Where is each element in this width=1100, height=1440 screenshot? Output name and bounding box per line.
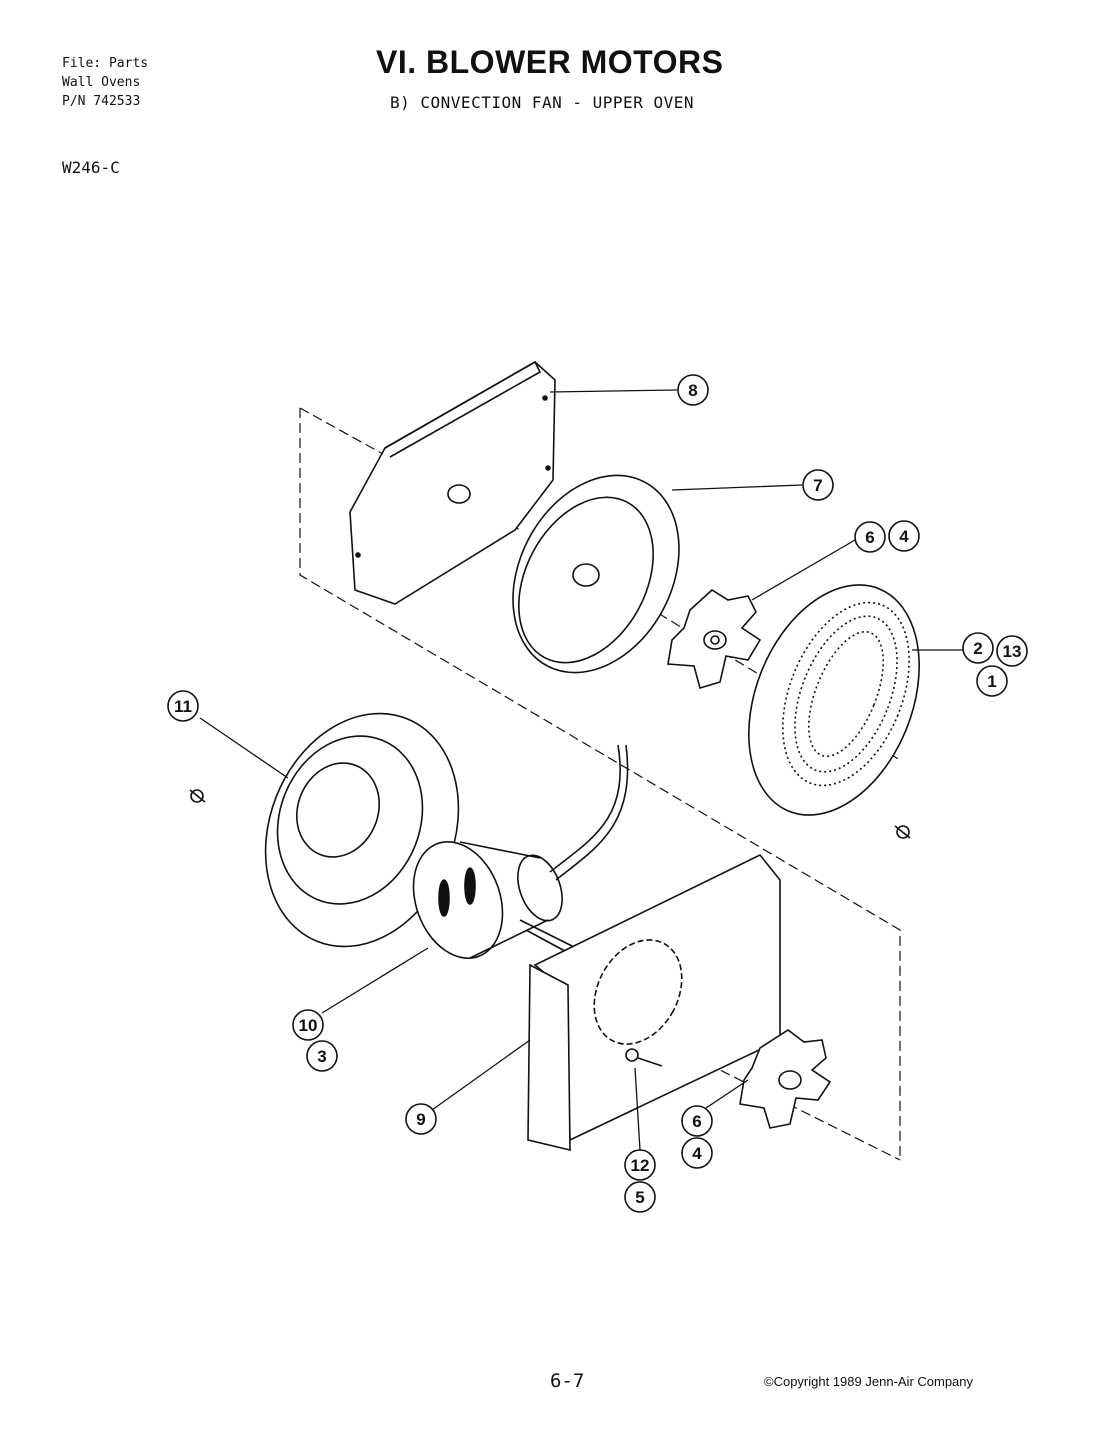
screw-left [189, 789, 206, 803]
svg-text:8: 8 [688, 381, 697, 400]
mounting-plate-part-8 [349, 360, 556, 605]
svg-text:4: 4 [692, 1144, 702, 1163]
svg-text:10: 10 [299, 1016, 318, 1035]
callouts: 8 7 6 4 2 13 1 11 10 3 9 12 5 6 4 [167, 374, 1028, 1213]
file-line: File: Parts [62, 56, 149, 71]
file-info: File: Parts Wall Ovens P/N 742533 [62, 54, 148, 111]
fan-blade-top-part-6 [667, 589, 762, 690]
callout-8: 8 [677, 374, 709, 406]
svg-text:7: 7 [813, 476, 822, 495]
grille-cover-part-2 [748, 584, 920, 816]
callout-5: 5 [624, 1181, 656, 1213]
screw-right [894, 825, 911, 839]
page-number: 6-7 [550, 1370, 585, 1392]
svg-text:13: 13 [1003, 642, 1022, 661]
callout-10: 10 [292, 1009, 324, 1041]
svg-text:3: 3 [317, 1047, 326, 1066]
svg-text:5: 5 [635, 1188, 644, 1207]
motor-part-10 [412, 744, 629, 971]
fan-blade-bottom-part-6 [739, 1029, 832, 1129]
svg-text:9: 9 [416, 1110, 425, 1129]
callout-4-bottom: 4 [681, 1137, 713, 1169]
callout-6-bottom: 6 [681, 1105, 713, 1137]
callout-13: 13 [996, 635, 1028, 667]
bracket-part-9 [527, 853, 781, 1152]
model-number: W246-C [62, 158, 120, 177]
svg-text:12: 12 [631, 1156, 650, 1175]
callout-2: 2 [962, 632, 994, 664]
svg-text:1: 1 [987, 672, 996, 691]
svg-text:4: 4 [899, 527, 909, 546]
callout-11: 11 [167, 690, 199, 722]
file-line: Wall Ovens [62, 75, 141, 90]
svg-text:6: 6 [692, 1112, 701, 1131]
callout-3: 3 [306, 1040, 338, 1072]
callout-12: 12 [624, 1149, 656, 1181]
page-subtitle: B) CONVECTION FAN - UPPER OVEN [390, 93, 694, 112]
callout-1: 1 [976, 665, 1008, 697]
leader-lines [199, 389, 963, 1151]
svg-text:2: 2 [973, 639, 982, 658]
svg-text:11: 11 [174, 697, 192, 716]
callout-6-top: 6 [854, 521, 886, 553]
callout-9: 9 [405, 1103, 437, 1135]
callout-7: 7 [802, 469, 834, 501]
copyright-notice: ©Copyright 1989 Jenn-Air Company [764, 1374, 974, 1389]
page-title: VI. BLOWER MOTORS [376, 44, 724, 80]
file-line: P/N 742533 [62, 94, 141, 109]
svg-text:6: 6 [865, 528, 874, 547]
callout-4-top: 4 [888, 520, 920, 552]
fan-housing-part-7 [512, 474, 680, 674]
